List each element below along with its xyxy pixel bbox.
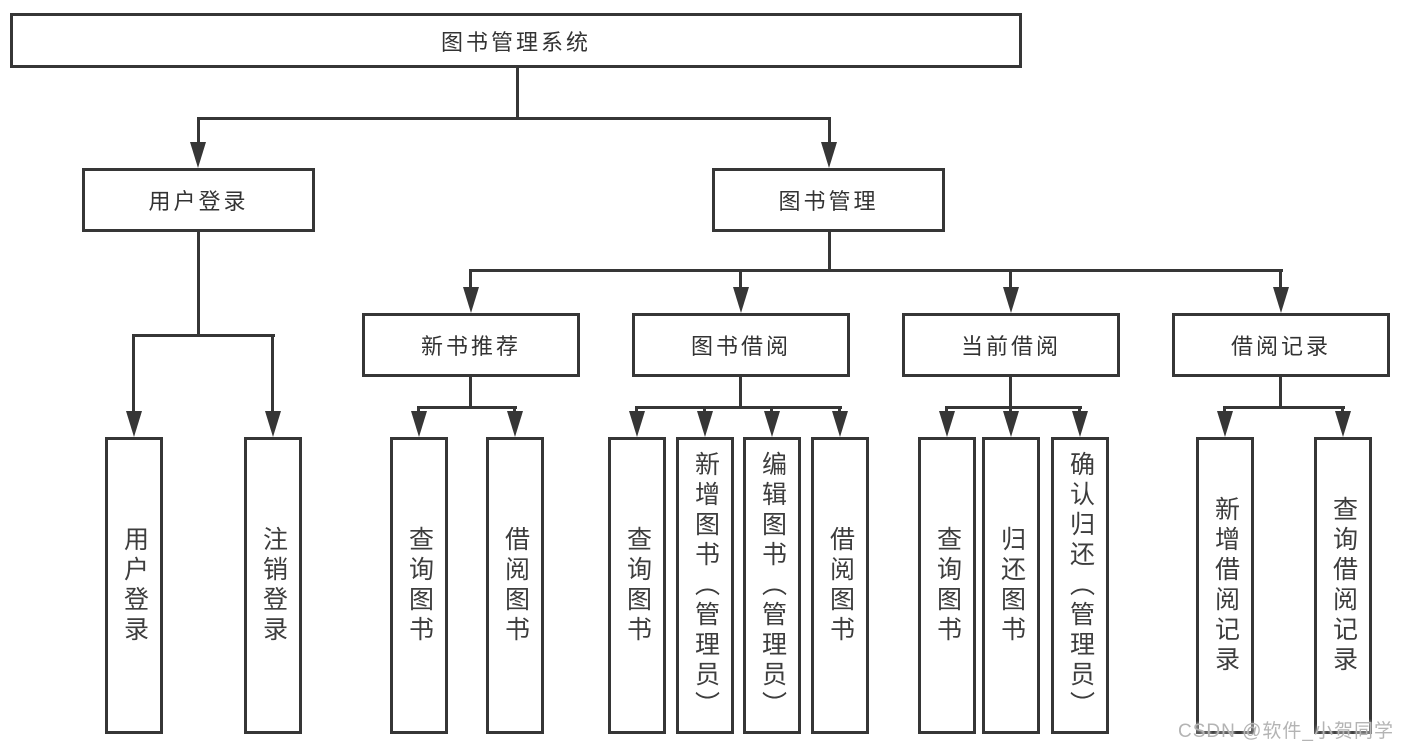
node-book-management: 图书管理 — [712, 168, 945, 232]
connector-line — [132, 334, 275, 337]
connector-line — [635, 406, 842, 409]
leaf-br-add-record: 新增借阅记录 — [1196, 437, 1254, 734]
leaf-label: 查询图书 — [405, 525, 434, 646]
arrow-down-icon — [832, 411, 848, 437]
connector-line — [1223, 406, 1345, 409]
node-label: 图书借阅 — [690, 334, 791, 359]
arrow-down-icon — [764, 411, 780, 437]
leaf-cb-confirm-return-admin: 确认归还（管理员） — [1051, 437, 1109, 734]
arrow-down-icon — [697, 411, 713, 437]
arrow-down-icon — [1072, 411, 1088, 437]
leaf-label: 查询图书 — [933, 525, 962, 646]
connector-line — [197, 117, 200, 145]
leaf-label: 借阅图书 — [501, 525, 530, 646]
arrow-down-icon — [1217, 411, 1233, 437]
arrow-down-icon — [939, 411, 955, 437]
connector-line — [1009, 375, 1012, 409]
arrow-down-icon — [126, 411, 142, 437]
leaf-br-query-record: 查询借阅记录 — [1314, 437, 1372, 734]
leaf-label: 确认归还（管理员） — [1066, 450, 1095, 721]
connector-line — [739, 375, 742, 409]
arrow-down-icon — [1273, 287, 1289, 313]
connector-line — [828, 230, 831, 272]
connector-line — [469, 269, 1283, 272]
arrow-down-icon — [463, 287, 479, 313]
arrow-down-icon — [733, 287, 749, 313]
leaf-cb-return-books: 归还图书 — [982, 437, 1040, 734]
leaf-bb-borrow-books: 借阅图书 — [811, 437, 869, 734]
node-label: 借阅记录 — [1230, 334, 1331, 359]
leaf-cb-query-books: 查询图书 — [918, 437, 976, 734]
node-borrowing-records: 借阅记录 — [1172, 313, 1390, 377]
connector-line — [828, 117, 831, 145]
leaf-bb-add-book-admin: 新增图书（管理员） — [676, 437, 734, 734]
node-current-borrowing: 当前借阅 — [902, 313, 1120, 377]
arrow-down-icon — [1003, 411, 1019, 437]
node-label: 图书管理 — [778, 189, 879, 214]
leaf-label: 归还图书 — [997, 525, 1026, 646]
arrow-down-icon — [507, 411, 523, 437]
node-root: 图书管理系统 — [10, 13, 1022, 68]
node-new-book-recommend: 新书推荐 — [362, 313, 580, 377]
leaf-label: 注销登录 — [259, 525, 288, 646]
connector-line — [1009, 269, 1012, 293]
watermark: CSDN @软件_小贺同学 — [1178, 721, 1394, 742]
node-label: 用户登录 — [148, 189, 249, 214]
arrow-down-icon — [1335, 411, 1351, 437]
leaf-label: 新增图书（管理员） — [691, 450, 720, 721]
arrow-down-icon — [411, 411, 427, 437]
leaf-nb-query-books: 查询图书 — [390, 437, 448, 734]
connector-line — [417, 406, 517, 409]
connector-line — [516, 66, 519, 120]
leaf-label: 借阅图书 — [826, 525, 855, 646]
leaf-bb-edit-book-admin: 编辑图书（管理员） — [743, 437, 801, 734]
leaf-nb-borrow-books: 借阅图书 — [486, 437, 544, 734]
connector-line — [132, 334, 135, 414]
arrow-down-icon — [190, 142, 206, 168]
leaf-label: 新增借阅记录 — [1211, 495, 1240, 676]
arrow-down-icon — [1003, 287, 1019, 313]
leaf-logout: 注销登录 — [244, 437, 302, 734]
connector-line — [197, 117, 831, 120]
connector-line — [1279, 375, 1282, 409]
connector-line — [1279, 269, 1282, 293]
leaf-bb-query-books: 查询图书 — [608, 437, 666, 734]
connector-line — [945, 406, 1082, 409]
node-label: 新书推荐 — [420, 334, 521, 359]
leaf-user-login: 用户登录 — [105, 437, 163, 734]
leaf-label: 查询借阅记录 — [1329, 495, 1358, 676]
arrow-down-icon — [629, 411, 645, 437]
node-book-borrowing: 图书借阅 — [632, 313, 850, 377]
leaf-label: 用户登录 — [120, 525, 149, 646]
arrow-down-icon — [821, 142, 837, 168]
connector-line — [469, 269, 472, 293]
leaf-label: 编辑图书（管理员） — [758, 450, 787, 721]
connector-line — [469, 375, 472, 409]
connector-line — [739, 269, 742, 293]
node-root-label: 图书管理系统 — [440, 29, 591, 55]
connector-line — [197, 230, 200, 336]
node-user-login: 用户登录 — [82, 168, 315, 232]
leaf-label: 查询图书 — [623, 525, 652, 646]
connector-line — [271, 334, 274, 414]
arrow-down-icon — [265, 411, 281, 437]
node-label: 当前借阅 — [960, 334, 1061, 359]
